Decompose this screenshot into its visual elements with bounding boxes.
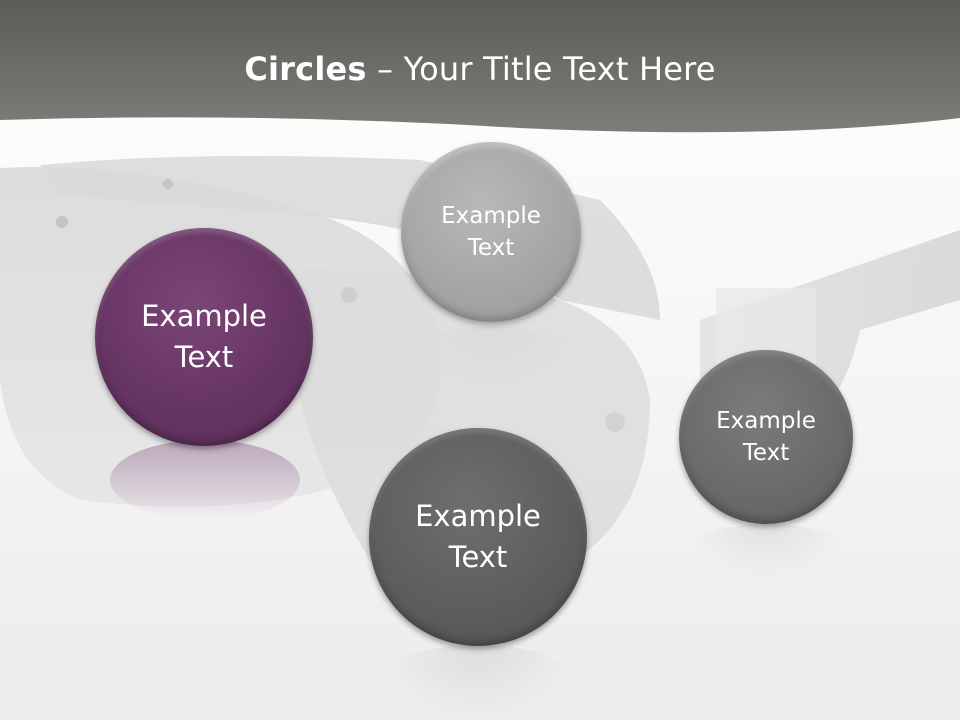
circle-mid-gray-label: Example Text [716,407,816,466]
header-band [0,0,960,133]
circle-purple[interactable]: Example Text [95,228,313,446]
reflection-dark-gray-large [380,645,576,715]
reflection-mid-gray [688,524,846,580]
circle-light-gray[interactable]: Example Text [401,142,581,322]
reflection-light-gray [410,326,572,386]
circle-dark-gray-label: Example Text [415,499,541,574]
circle-mid-gray[interactable]: Example Text [679,350,853,524]
slide-title: Circles – Your Title Text Here [0,50,960,88]
title-rest: – Your Title Text Here [366,50,716,88]
circle-dark-gray[interactable]: Example Text [369,428,587,646]
circle-purple-label: Example Text [141,299,267,374]
title-bold: Circles [244,50,367,88]
circle-light-gray-label: Example Text [441,202,541,261]
